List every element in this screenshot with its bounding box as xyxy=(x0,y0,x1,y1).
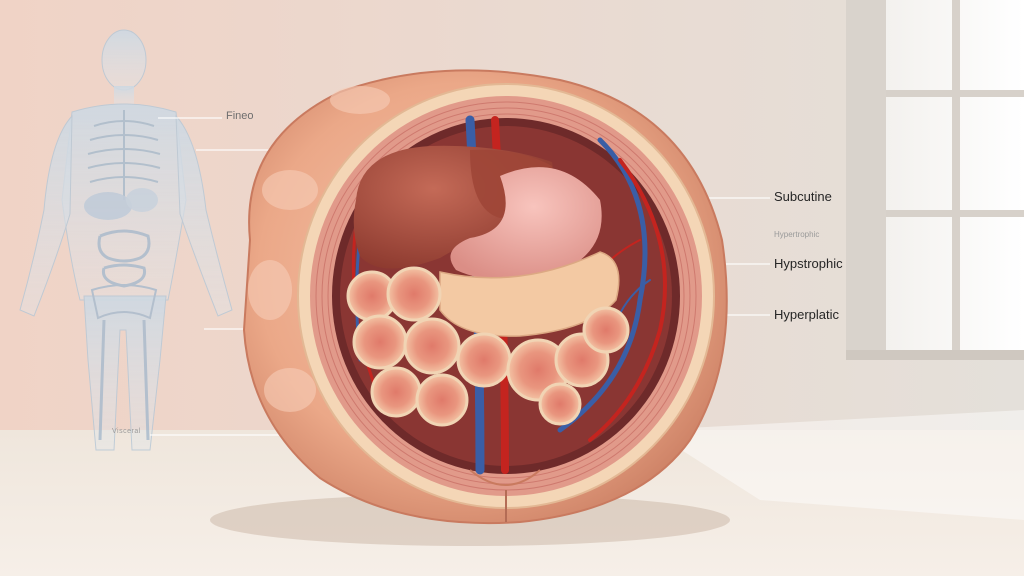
tissue-cross-section xyxy=(242,69,728,525)
stomach-organ xyxy=(450,167,602,281)
window xyxy=(846,0,1024,360)
label-body-lower: Visceral xyxy=(112,428,141,435)
label-hyperplastic: Hyperplatic xyxy=(774,307,840,322)
floor-light xyxy=(650,410,1024,520)
label-subcutaneous: Subcutine xyxy=(774,189,832,204)
human-body-figure xyxy=(19,29,233,451)
label-fineo: Fineo xyxy=(226,110,254,122)
label-hyper-small: Hypertrophic xyxy=(774,230,820,239)
label-hypertrophic: Hypstrophic xyxy=(774,256,843,271)
fat-lobules xyxy=(346,266,630,427)
